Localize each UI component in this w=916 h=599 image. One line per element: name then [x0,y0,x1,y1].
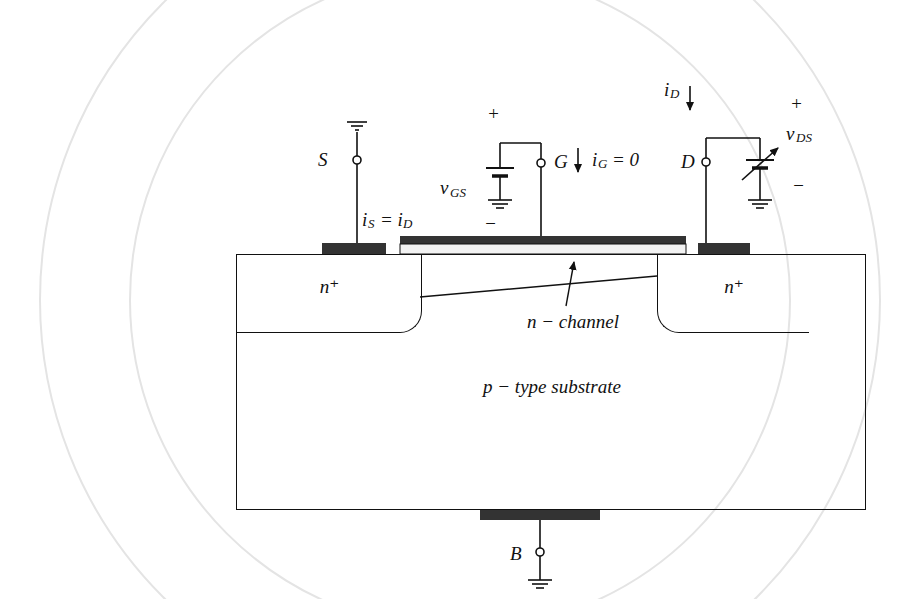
voltage-symbol: v [786,124,794,143]
current-symbol: i [362,210,367,229]
substrate-region: p − type substrate n⁺ n⁺ [236,254,866,510]
polarity-sign: − [484,214,497,233]
subscript: DS [796,131,812,144]
current-symbol: i [592,150,597,169]
subscript: GS [450,186,466,199]
polarity-sign: + [790,94,803,113]
current-symbol: i [664,80,669,99]
channel-label: n − channel [527,312,619,331]
polarity-sign: + [487,104,500,123]
voltage-symbol: v [440,178,448,197]
terminal-name: S [318,150,328,169]
subscript: D [403,217,412,230]
region-label: n⁺ [320,277,340,296]
terminal-name: D [681,152,695,171]
region-label: p − type substrate [483,377,621,396]
polarity-sign: − [792,176,805,195]
watermark-seal [40,0,880,599]
subscript: D [670,87,679,100]
subscript: G [598,157,607,170]
drain-region: n⁺ [657,255,809,333]
source-region: n⁺ [237,255,422,333]
terminal-name: G [554,152,568,171]
current-value: = 0 [612,150,639,169]
terminal-name: B [510,544,522,563]
current-equation: = i [380,210,403,229]
subscript: S [368,217,375,230]
region-label: n⁺ [724,277,744,296]
